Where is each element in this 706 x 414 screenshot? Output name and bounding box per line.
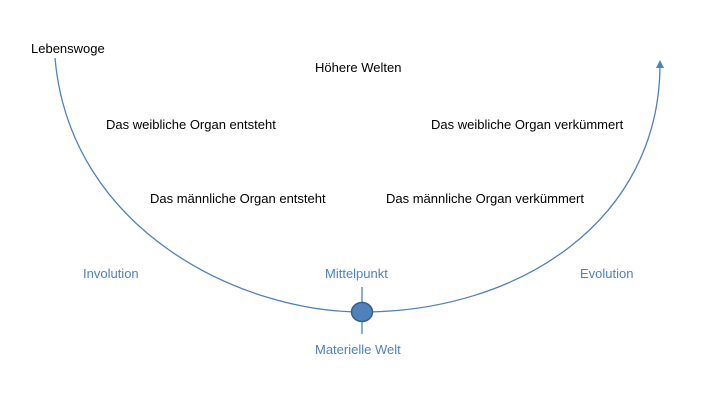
evolution-label: Evolution <box>580 266 634 281</box>
involution-curve <box>54 57 363 313</box>
maennliche-organ-entsteht-label: Das männliche Organ entsteht <box>150 191 326 206</box>
weibliche-organ-verkuemmert-label: Das weibliche Organ verkümmert <box>431 117 624 132</box>
center-node <box>350 301 374 323</box>
involution-label: Involution <box>83 266 139 281</box>
weibliche-organ-entsteht-label: Das weibliche Organ entsteht <box>106 117 276 132</box>
hoehere-welten-label: Höhere Welten <box>315 60 402 75</box>
lebenswoge-label: Lebenswoge <box>31 41 105 56</box>
mittelpunkt-label: Mittelpunkt <box>325 266 388 281</box>
evolution-curve-arrow <box>361 60 664 313</box>
materielle-welt-label: Materielle Welt <box>315 342 401 357</box>
maennliche-organ-verkuemmert-label: Das männliche Organ verkümmert <box>386 191 584 206</box>
